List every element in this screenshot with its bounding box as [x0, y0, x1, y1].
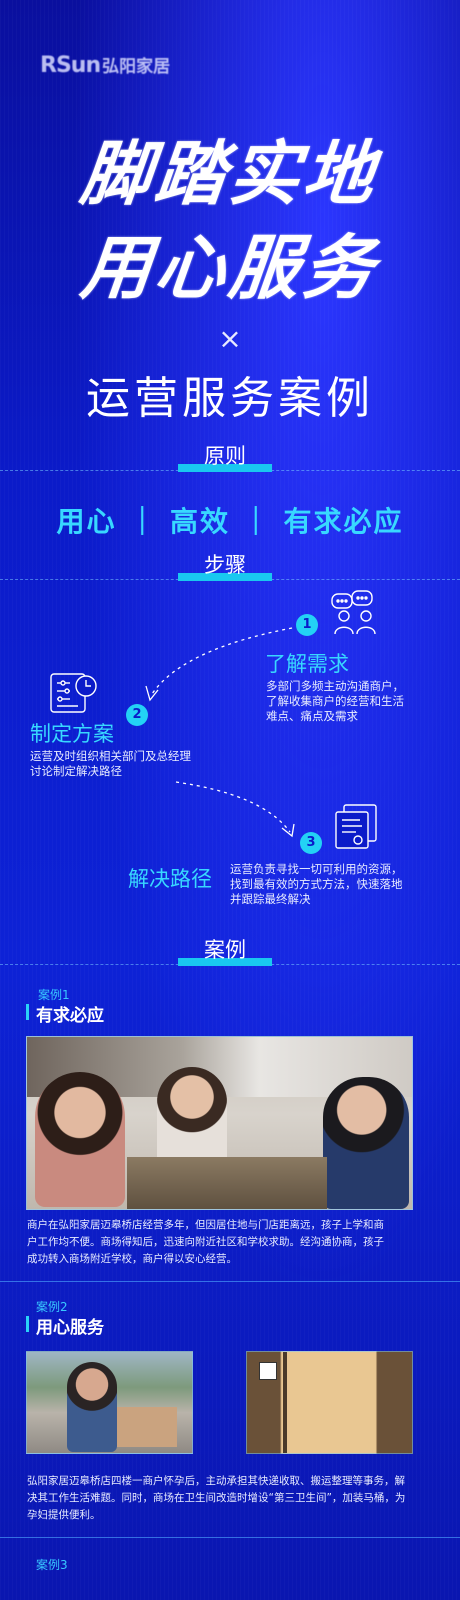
step-1-desc-line: 多部门多频主动沟通商户，: [266, 679, 404, 693]
section-heading-steps: 步骤: [204, 553, 246, 577]
case-1-photo: [26, 1036, 413, 1210]
case-1-title: 有求必应: [26, 1001, 104, 1026]
logo-latin: RSun: [40, 53, 101, 78]
hero-times-sign: ×: [218, 322, 242, 355]
document-icon: [330, 802, 382, 849]
arrow-step2-to-step3: [175, 781, 291, 833]
step-2-desc: 运营及时组织相关部门及总经理 讨论制定解决路径: [30, 749, 230, 779]
hero-subtitle: 运营服务案例: [86, 373, 374, 424]
step-1-title: 了解需求: [265, 652, 349, 676]
case-2-desc-line: 弘阳家居迈皋桥店四楼一商户怀孕后，主动承担其快递收取、搬运整理等事务，解: [27, 1475, 405, 1487]
step-3-desc-line: 并跟踪最终解决: [230, 892, 311, 906]
step-1-desc: 多部门多频主动沟通商户， 了解收集商户的经营和生活 难点、痛点及需求: [266, 679, 456, 724]
step-3-title: 解决路径: [128, 867, 212, 891]
hero-title-line1: 脚踏实地: [77, 132, 382, 215]
section-tab-bar: [178, 464, 272, 472]
principle-text: 用心 ｜ 高效 ｜ 有求必应: [56, 505, 404, 538]
case-1-desc: 商户在弘阳家居迈皋桥店经营多年，但因居住地与门店距离远，孩子上学和商 户工作均不…: [27, 1217, 447, 1268]
section-heading-principle: 原则: [204, 444, 246, 468]
step-2-desc-line: 运营及时组织相关部门及总经理: [30, 749, 191, 763]
section-tab-steps: 步骤: [178, 555, 272, 581]
case-2-desc: 弘阳家居迈皋桥店四楼一商户怀孕后，主动承担其快递收取、搬运整理等事务，解 决其工…: [27, 1473, 447, 1524]
step-3-desc: 运营负责寻找一切可利用的资源， 找到最有效的方式方法，快速落地 并跟踪最终解决: [230, 862, 456, 907]
steps-flow-arrows: [145, 627, 295, 838]
hero-title-line2: 用心服务: [77, 226, 382, 309]
step-2-title: 制定方案: [30, 722, 114, 746]
section-tab-cases: 案例: [178, 940, 272, 966]
step-1-number: 1: [296, 614, 318, 636]
step-3-number: 3: [300, 832, 322, 854]
case-2-desc-line: 孕妇提供便利。: [27, 1509, 101, 1521]
arrow-step1-to-step2: [151, 627, 293, 695]
people-chat-icon: [330, 590, 382, 636]
arrow-head-step3: [281, 823, 295, 838]
section-tab-bar: [178, 573, 272, 581]
case-2-photo-2: [246, 1351, 413, 1454]
case-1-desc-line: 户工作均不便。商场得知后，迅速向附近社区和学校求助。经沟通协商，孩子: [27, 1236, 384, 1248]
case-3-label: 案例3: [36, 1558, 68, 1572]
section-tab-principle: 原则: [178, 446, 272, 472]
arrow-head-step2: [145, 685, 159, 702]
step-1-desc-line: 难点、痛点及需求: [266, 709, 358, 723]
case-1-label: 案例1: [38, 988, 70, 1002]
case-2-title: 用心服务: [26, 1313, 104, 1338]
plan-board-icon: [48, 670, 100, 716]
case-divider: [0, 1281, 460, 1282]
step-1-desc-line: 了解收集商户的经营和生活: [266, 694, 404, 708]
section-tab-bar: [178, 958, 272, 966]
case-1-desc-line: 商户在弘阳家居迈皋桥店经营多年，但因居住地与门店距离远，孩子上学和商: [27, 1219, 384, 1231]
logo-cn: 弘阳家居: [102, 57, 171, 77]
step-3-desc-line: 找到最有效的方式方法，快速落地: [230, 877, 403, 891]
step-2-desc-line: 讨论制定解决路径: [30, 764, 122, 778]
case-1-desc-line: 成功转入商场附近学校，商户得以安心经营。: [27, 1253, 237, 1265]
case-2-desc-line: 决其工作生活难题。同时，商场在卫生间改造时增设“第三卫生间”，加装马桶，为: [27, 1492, 406, 1504]
section-heading-cases: 案例: [204, 938, 246, 962]
step-2-number: 2: [126, 704, 148, 726]
case-2-label: 案例2: [36, 1300, 68, 1314]
case-divider: [0, 1537, 460, 1538]
case-2-photo-1: [26, 1351, 193, 1454]
step-3-desc-line: 运营负责寻找一切可利用的资源，: [230, 862, 403, 876]
